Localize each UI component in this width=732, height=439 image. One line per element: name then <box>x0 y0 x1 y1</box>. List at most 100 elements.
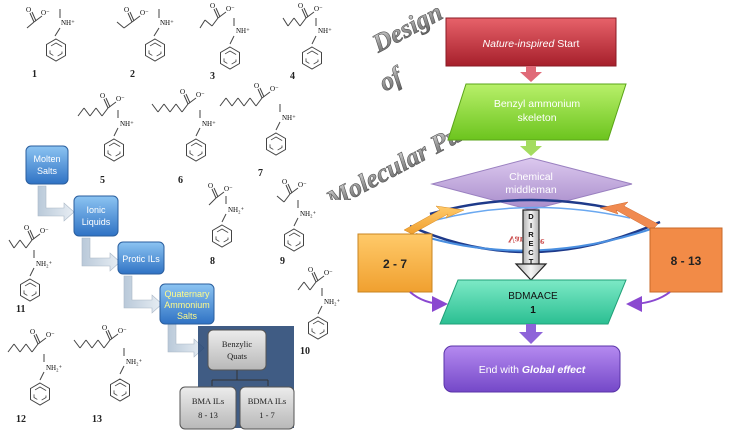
svg-text:O: O <box>282 178 287 186</box>
flow-right-connector <box>626 291 671 312</box>
svg-text:O: O <box>208 182 213 190</box>
molecule-number: 3 <box>210 71 215 82</box>
svg-text:Liquids: Liquids <box>82 217 111 227</box>
svg-text:O⁻: O⁻ <box>116 95 125 103</box>
flow-skeleton-box: Benzyl ammonium skeleton <box>447 83 627 141</box>
svg-text:O⁻: O⁻ <box>140 9 149 17</box>
flow-right-box: 8 - 13 <box>649 227 723 293</box>
svg-text:Salts: Salts <box>37 166 58 176</box>
svg-text:2 - 7: 2 - 7 <box>383 257 407 271</box>
molecule-number: 2 <box>130 69 135 80</box>
svg-text:NH⁺: NH⁺ <box>120 120 134 128</box>
svg-text:NH⁺: NH⁺ <box>160 19 174 27</box>
molecule-number: 4 <box>290 71 295 82</box>
flow-arrow-left <box>403 205 465 235</box>
svg-text:O: O <box>102 324 107 332</box>
svg-text:Chemical: Chemical <box>509 171 553 183</box>
flow-bdmaace-box: BDMAACE 1 <box>439 279 627 325</box>
molecule-1: O O⁻ NH⁺ 1 <box>26 6 75 80</box>
svg-text:NH₂⁺: NH₂⁺ <box>36 260 53 268</box>
molecule-8: O O⁻ NH₂⁺ 8 <box>208 182 245 267</box>
svg-text:O: O <box>100 92 105 100</box>
svg-text:Ionic: Ionic <box>86 205 106 215</box>
svg-text:O⁻: O⁻ <box>270 85 279 93</box>
molecule-number: 13 <box>92 414 102 425</box>
svg-text:O⁻: O⁻ <box>226 5 235 13</box>
molecule-5: O O⁻ NH⁺ 5 <box>77 92 134 186</box>
stair-box-quaternary-ammonium-salts: Quaternary Ammonium Salts <box>159 283 215 325</box>
stair-box-bdma-ils: BDMA ILs 1 - 7 <box>239 386 295 430</box>
svg-text:O⁻: O⁻ <box>196 91 205 99</box>
svg-text:O⁻: O⁻ <box>40 227 49 235</box>
svg-text:O: O <box>254 82 259 90</box>
svg-text:O⁻: O⁻ <box>224 185 233 193</box>
svg-text:O⁻: O⁻ <box>118 327 127 335</box>
svg-text:BDMAACE: BDMAACE <box>508 291 558 302</box>
svg-text:middleman: middleman <box>505 184 557 196</box>
svg-text:Benzylic: Benzylic <box>222 339 252 349</box>
svg-text:O⁻: O⁻ <box>314 5 323 13</box>
molecule-number: 7 <box>258 168 263 179</box>
flow-direct-arrow: D I R E C T <box>514 209 548 281</box>
svg-text:skeleton: skeleton <box>517 112 556 124</box>
svg-text:O: O <box>26 6 31 14</box>
svg-text:O⁻: O⁻ <box>298 181 307 189</box>
stair-box-bma-ils: BMA ILs 8 - 13 <box>179 386 237 430</box>
svg-text:Quats: Quats <box>227 351 247 361</box>
molecule-number: 12 <box>16 414 26 425</box>
svg-text:NH₂⁺: NH₂⁺ <box>228 206 245 214</box>
molecule-2: O O⁻ NH⁺ 2 <box>116 6 174 80</box>
molecule-number: 6 <box>178 175 183 186</box>
svg-text:O⁻: O⁻ <box>41 9 50 17</box>
svg-text:End with Global effect: End with Global effect <box>479 364 586 376</box>
svg-text:NH⁺: NH⁺ <box>202 120 216 128</box>
flow-start-box: Nature-inspired Start <box>445 17 617 67</box>
svg-text:1: 1 <box>530 305 536 316</box>
flow-arrow-right <box>599 201 659 231</box>
svg-text:Ammonium: Ammonium <box>164 300 210 310</box>
svg-text:8 - 13: 8 - 13 <box>198 410 218 420</box>
molecule-number: 10 <box>300 346 310 357</box>
svg-text:NH⁺: NH⁺ <box>282 114 296 122</box>
molecule-10: O O⁻ NH₂⁺ 10 <box>297 266 340 357</box>
molecule-11: O O⁻ NH₂⁺ 11 <box>8 224 53 315</box>
stair-tree-lines <box>211 370 269 386</box>
svg-text:8 - 13: 8 - 13 <box>671 254 702 268</box>
svg-text:O: O <box>298 2 303 10</box>
molecule-4: O O⁻ NH⁺ 4 <box>282 2 332 82</box>
flow-arrow-2 <box>520 140 542 156</box>
molecule-number: 5 <box>100 175 105 186</box>
molecule-9: O O⁻ NH₂⁺ 9 <box>276 178 317 267</box>
design-flowchart: Nature-inspired Start Benzyl ammonium sk… <box>357 17 723 393</box>
molecule-6: O O⁻ NH⁺ 6 <box>151 88 216 186</box>
svg-text:Salts: Salts <box>177 311 198 321</box>
molecule-7: O O⁻ NH⁺ 7 <box>219 82 296 179</box>
stair-arrows <box>37 185 205 358</box>
flow-arrow-1 <box>520 66 542 82</box>
svg-text:T: T <box>529 257 534 266</box>
svg-text:NH₂⁺: NH₂⁺ <box>46 364 63 372</box>
molecule-number: 11 <box>16 304 25 315</box>
svg-text:Molten: Molten <box>33 154 60 164</box>
svg-text:Protic ILs: Protic ILs <box>122 254 160 264</box>
stair-box-protic-ils: Protic ILs <box>117 241 165 275</box>
molecule-13: O O⁻ NH₂⁺ 13 <box>73 324 143 425</box>
svg-text:O: O <box>180 88 185 96</box>
svg-text:O: O <box>124 6 129 14</box>
svg-text:NH₂⁺: NH₂⁺ <box>300 210 317 218</box>
svg-text:O⁻: O⁻ <box>46 331 55 339</box>
svg-text:O: O <box>210 2 215 10</box>
molecule-number: 8 <box>210 256 215 267</box>
molecule-structures: O O⁻ NH⁺ 1 O O⁻ NH⁺ 2 O O⁻ NH⁺ 3 <box>7 2 340 425</box>
svg-text:O: O <box>24 224 29 232</box>
stair-box-benzylic-quats: Benzylic Quats <box>207 329 267 371</box>
svg-text:O⁻: O⁻ <box>324 269 333 277</box>
flow-arrow-3 <box>519 324 543 344</box>
flow-middleman-diamond: Chemical middleman <box>430 157 633 211</box>
svg-text:Nature-inspired Start: Nature-inspired Start <box>483 38 580 50</box>
svg-text:D: D <box>528 212 534 221</box>
svg-text:BDMA ILs: BDMA ILs <box>248 396 287 406</box>
flow-left-connector <box>409 291 448 312</box>
svg-text:NH₂⁺: NH₂⁺ <box>126 358 143 366</box>
svg-text:C: C <box>528 248 534 257</box>
